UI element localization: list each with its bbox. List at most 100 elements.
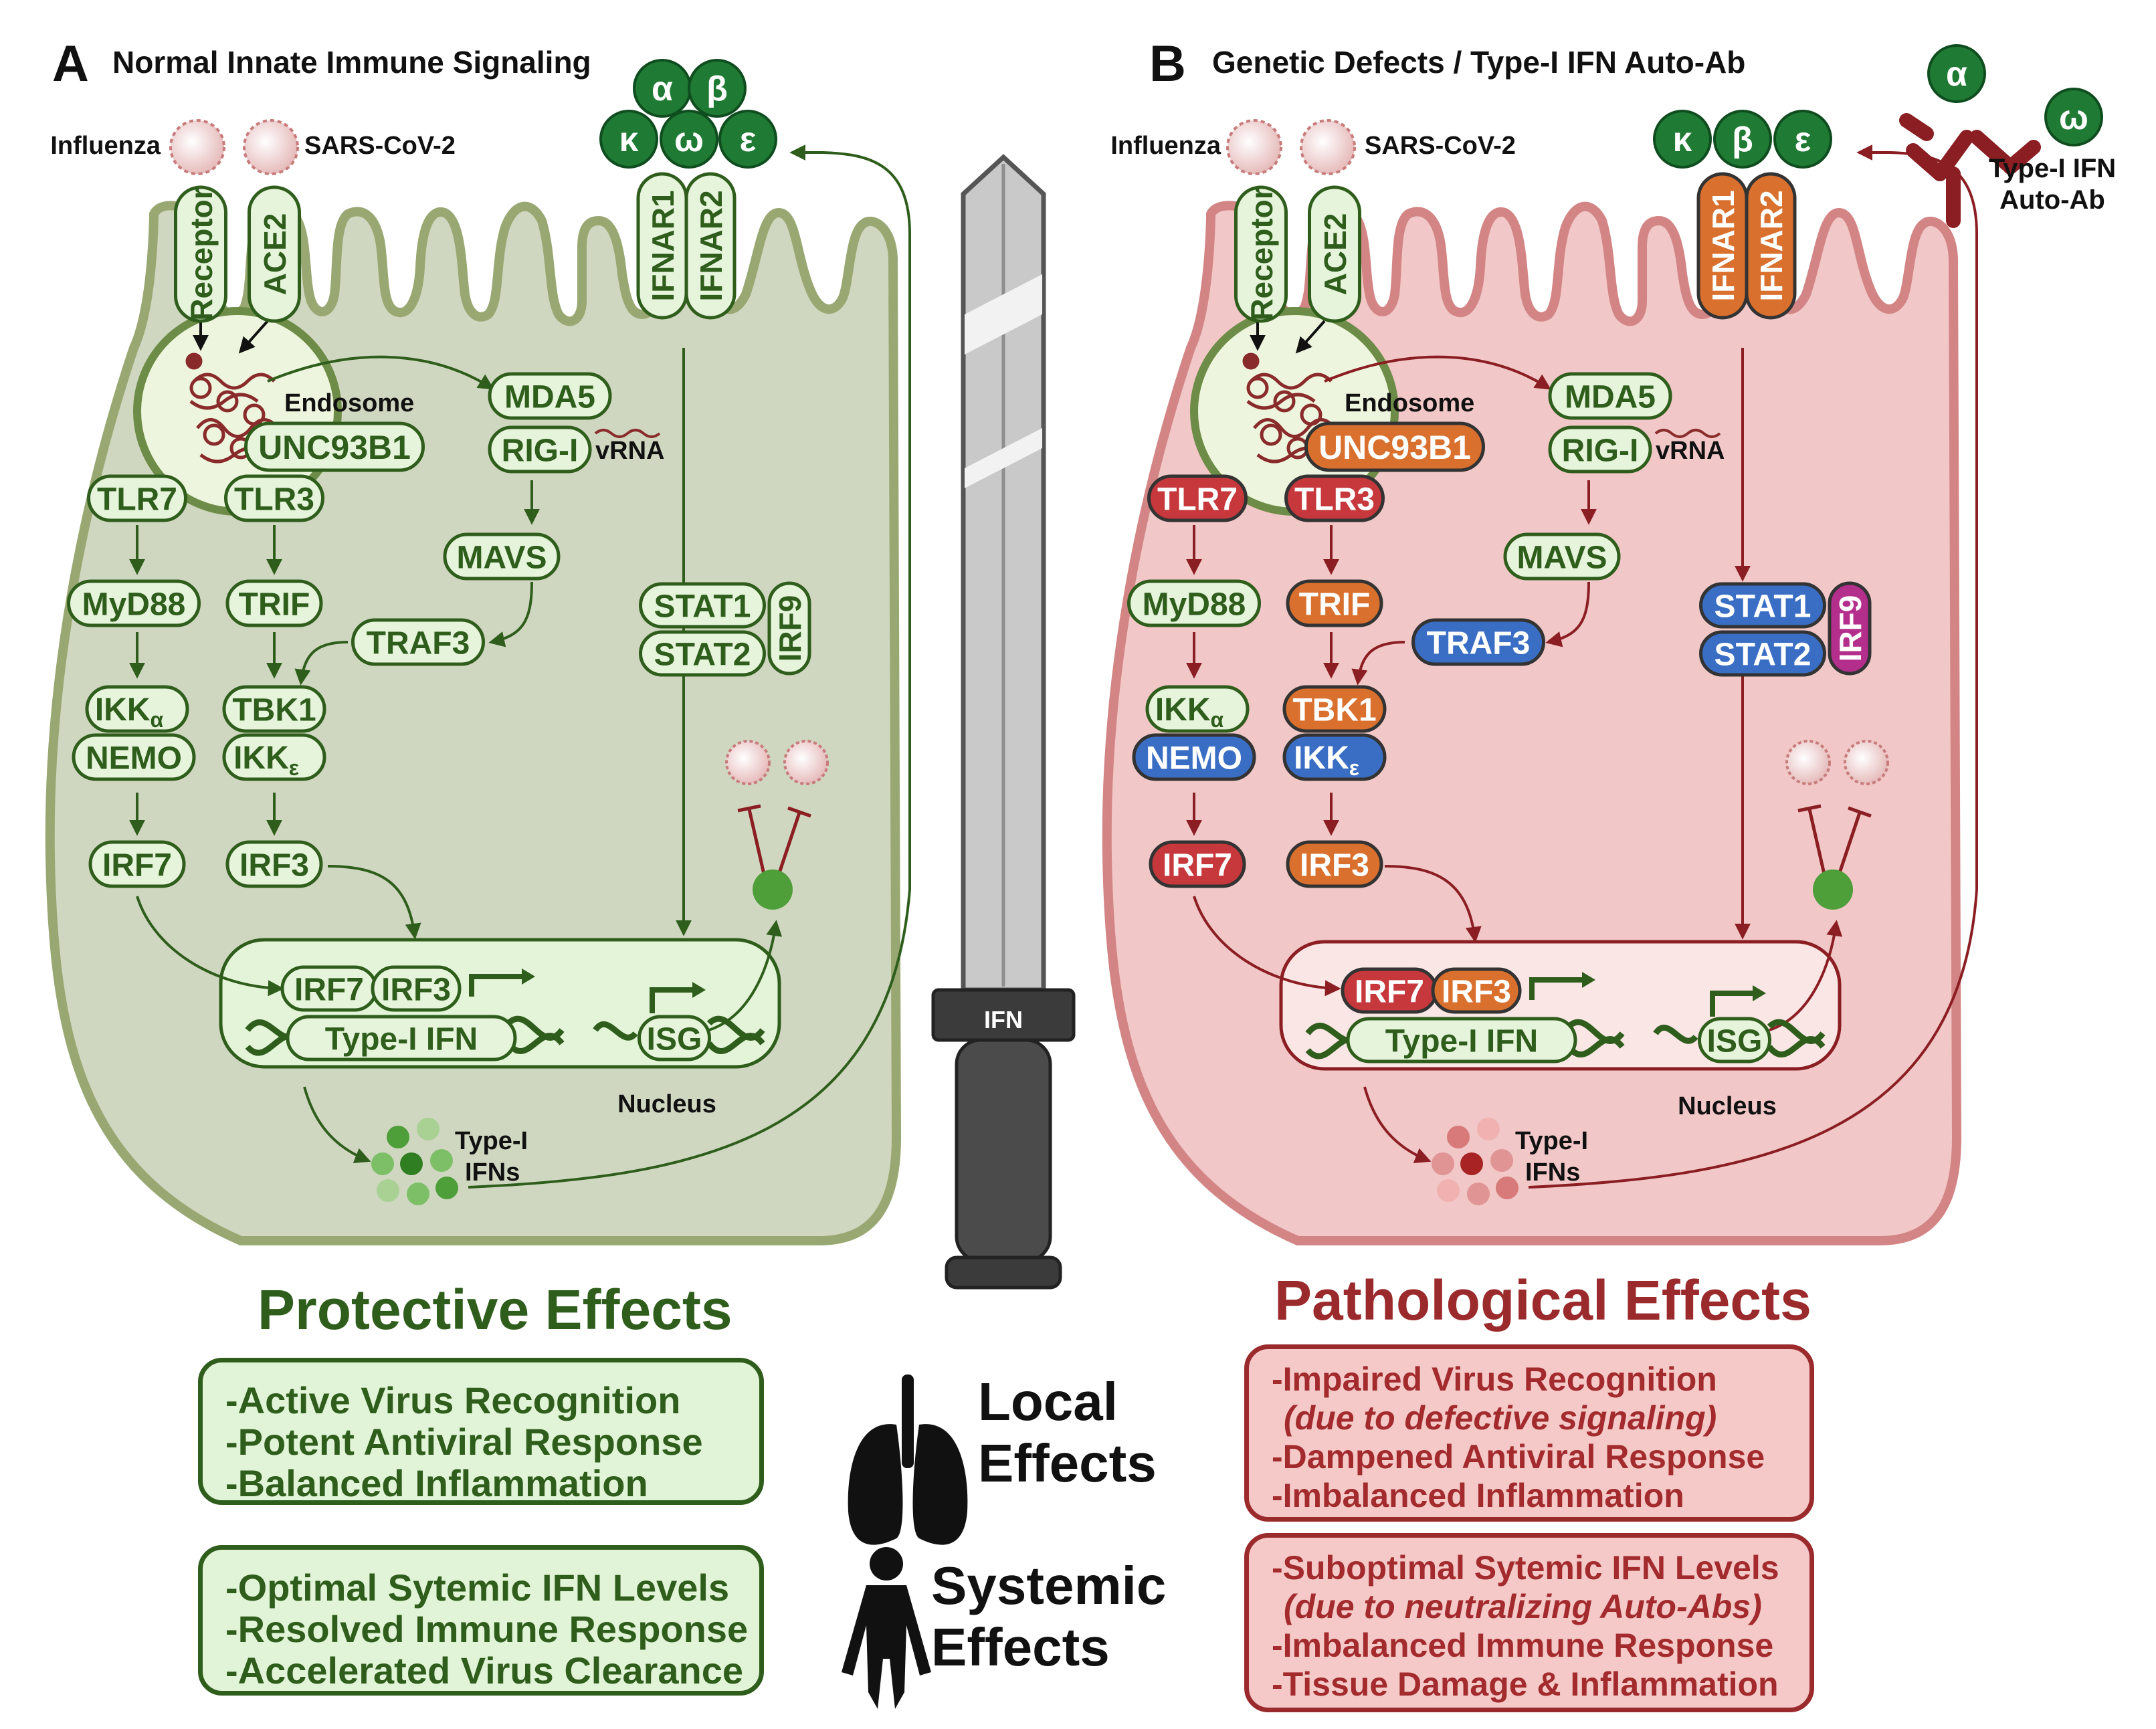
tlr7-label-shape (87, 474, 187, 522)
nemo-label-shape (72, 733, 196, 781)
pathological-local-note: (due to defective signaling) (1284, 1399, 1717, 1437)
unc93b1-label: UNC93B1 (1318, 429, 1471, 466)
protective-systemic-box: -Optimal Sytemic IFN Levels -Resolved Im… (198, 1545, 764, 1696)
nuclear-irf7-label: IRF7 (294, 972, 364, 1007)
isg-gene-label: ISG (1707, 1023, 1763, 1059)
endosome-label: Endosome (1345, 389, 1474, 417)
virus-particles (169, 119, 1889, 785)
protective-local-item: -Active Virus Recognition (225, 1379, 681, 1421)
mda5-label-shape (488, 372, 612, 420)
tlr7-label-shape (1147, 474, 1248, 522)
unc93b1-label: UNC93B1 (258, 429, 411, 466)
person-icon (842, 1547, 931, 1709)
irf9-label-shape (1828, 581, 1872, 676)
tlr3-label: TLR3 (1294, 482, 1375, 517)
ikk-epsilon-label-main: IKK (233, 740, 289, 776)
type-i-ifns-label-line1: Type-I (455, 1127, 528, 1155)
tlr3-label: TLR3 (234, 482, 314, 517)
isg-protein-a (753, 870, 793, 910)
tlr3-label-shape (224, 474, 324, 522)
pathological-systemic-note: (due to neutralizing Auto-Abs) (1284, 1588, 1762, 1625)
nuclear-irf3-label-shape (371, 965, 462, 1012)
auto-ab-bound-omega-shape (2044, 88, 2103, 146)
type-i-ifns-label-line2: IFNs (1525, 1158, 1580, 1187)
ifn-ligand-a-shape (599, 110, 658, 169)
panel-a-title: Normal Innate Immune Signaling (112, 45, 591, 80)
receptor-label: Receptor (184, 187, 219, 320)
vrna-label: vRNA (595, 437, 664, 465)
promoter-arrows-b (1529, 977, 1759, 1017)
panel-b-title: Genetic Defects / Type-I IFN Auto-Ab (1212, 45, 1746, 80)
irf7-label: IRF7 (102, 847, 172, 883)
local-effects-label: Local Effects (978, 1371, 1157, 1494)
influenza-label: Influenza (1110, 132, 1221, 160)
ikk-epsilon-label-shape (222, 733, 326, 781)
panel-b-letter: B (1149, 35, 1186, 92)
nemo-label: NEMO (86, 740, 182, 776)
rig-i-label: RIG-I (502, 433, 579, 468)
nucleus-label: Nucleus (1678, 1092, 1777, 1120)
mavs-label: MAVS (456, 540, 547, 575)
trif-label: TRIF (1299, 587, 1371, 622)
ikk-epsilon-label: IKKε (1294, 740, 1359, 780)
ikk-alpha-label-shape (1145, 685, 1250, 733)
type-i-ifn-gene-label: Type-I IFN (1385, 1023, 1538, 1059)
irf3-label-shape (1286, 840, 1383, 888)
auto-ab-bound-omega: ω (2059, 98, 2088, 137)
isg-gene-label-shape (638, 1015, 711, 1061)
type1-ifn-dots-b (1432, 1118, 1518, 1205)
mda5-label: MDA5 (504, 379, 595, 415)
pathological-local-item: -Dampened Antiviral Response (1272, 1438, 1765, 1476)
stat2-label-shape (1699, 630, 1826, 677)
ifn-sword-icon: IFN (931, 154, 1076, 1290)
ace2-label: ACE2 (258, 213, 292, 296)
ifn-ligand-b-shape (1773, 110, 1832, 169)
ikk-alpha-label-sub: α (151, 708, 164, 732)
myd88-label: MyD88 (82, 587, 186, 622)
tbk1-label: TBK1 (1292, 692, 1376, 728)
tlr7-label: TLR7 (97, 482, 177, 517)
pathological-local-item: -Imbalanced Inflammation (1272, 1477, 1684, 1514)
type-i-ifns-label-line2: IFNs (465, 1158, 520, 1187)
ifnar2-label-shape (1745, 172, 1797, 320)
stat2-label: STAT2 (654, 637, 751, 672)
stat1-label: STAT1 (1714, 589, 1811, 624)
stat1-label-shape (1699, 582, 1826, 629)
auto-ab-label-line2: Auto-Ab (1999, 185, 2105, 215)
ifn-ligand-b-shape (1653, 110, 1712, 169)
ifn-ligand-b: ε (1795, 120, 1811, 159)
type-i-ifn-gene-label-shape (286, 1015, 517, 1061)
ifn-ligand-b: β (1732, 120, 1753, 159)
vrna-label: vRNA (1656, 437, 1725, 465)
myd88-label-shape (67, 579, 201, 627)
mavs-label: MAVS (1516, 540, 1607, 575)
influenza-label: Influenza (50, 132, 161, 160)
ikk-alpha-label-shape (85, 685, 189, 733)
receptor-label-shape (1234, 185, 1288, 323)
stat1-label-shape (639, 582, 766, 629)
irf3-label: IRF3 (239, 847, 309, 883)
receptor-arrows-a (193, 320, 269, 354)
ikk-epsilon-label-sub: ε (1349, 756, 1359, 780)
trif-label-shape (1286, 579, 1383, 627)
dna-strands-b (1305, 1019, 1826, 1059)
tbk1-label-shape (1282, 685, 1387, 733)
ifn-ligand-a: ω (674, 120, 704, 159)
irf9-label: IRF9 (773, 595, 807, 662)
ifn-ligand-a: κ (619, 120, 639, 159)
stat2-label: STAT2 (1714, 637, 1811, 672)
receptor-arrows-b (1250, 320, 1326, 354)
ifn-ligand-a: β (706, 70, 728, 108)
tbk1-label: TBK1 (232, 692, 316, 728)
ikk-alpha-label-main: IKK (95, 692, 151, 728)
ifnar1-label: IFNAR1 (1706, 190, 1741, 301)
ifn-ligand-b: κ (1673, 120, 1692, 159)
ikk-epsilon-label-sub: ε (289, 756, 299, 780)
ifn-ligand-a: α (652, 70, 673, 108)
auto-ab-label-line1: Type-I IFN (1989, 154, 2116, 183)
irf9-label-shape (767, 581, 811, 676)
irf3-label-shape (225, 840, 323, 888)
type-i-ifn-gene-label-shape (1346, 1017, 1577, 1063)
